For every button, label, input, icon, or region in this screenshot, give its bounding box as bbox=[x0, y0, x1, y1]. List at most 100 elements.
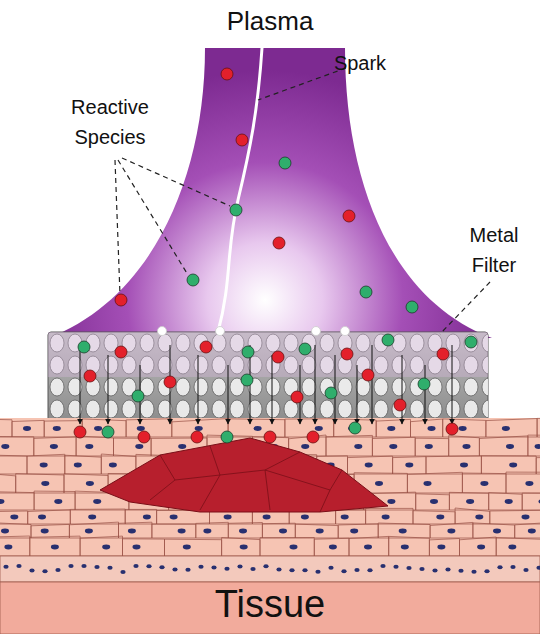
cell-outline bbox=[228, 419, 285, 437]
cell-outline bbox=[0, 419, 12, 437]
cell-nucleus bbox=[0, 499, 4, 504]
cell-nucleus bbox=[329, 545, 337, 550]
reactive-species-red bbox=[115, 346, 127, 358]
cell-nucleus bbox=[401, 545, 409, 550]
reactive-species-green bbox=[230, 204, 242, 216]
reactive-species-red bbox=[394, 399, 406, 411]
basal-nucleus bbox=[146, 564, 151, 568]
cell-nucleus bbox=[40, 463, 48, 468]
reactive-species-red bbox=[291, 391, 303, 403]
cell-outline bbox=[30, 536, 80, 556]
tissue-cells bbox=[0, 418, 540, 556]
cell-outline bbox=[489, 493, 523, 510]
basal-nucleus bbox=[250, 567, 255, 571]
basal-nucleus bbox=[419, 567, 424, 571]
flow-arrow bbox=[452, 345, 453, 424]
plasma-plume bbox=[48, 48, 492, 338]
wound-cells bbox=[150, 446, 342, 512]
reactive-species-red bbox=[221, 68, 233, 80]
cell-nucleus bbox=[133, 545, 141, 550]
cell-outline bbox=[80, 536, 122, 556]
cell-outline bbox=[338, 524, 378, 538]
cell-nucleus bbox=[54, 499, 62, 504]
cell-outline bbox=[411, 419, 443, 437]
cell-nucleus bbox=[135, 444, 143, 449]
basal-nucleus bbox=[367, 568, 372, 572]
cell-nucleus bbox=[178, 444, 186, 449]
cell-nucleus bbox=[1, 529, 9, 534]
species-label: Reactive Species bbox=[40, 92, 180, 152]
reactive-species-green bbox=[242, 346, 254, 358]
cell-nucleus bbox=[525, 481, 533, 486]
cell-nucleus bbox=[88, 515, 96, 520]
cell-nucleus bbox=[178, 529, 186, 534]
flow-arrow bbox=[315, 345, 316, 424]
cell-outline bbox=[76, 436, 113, 456]
cell-nucleus bbox=[364, 545, 372, 550]
filter-label: Metal Filter bbox=[448, 220, 540, 280]
cell-nucleus bbox=[51, 545, 59, 550]
cell-nucleus bbox=[85, 529, 93, 534]
basal-nucleus bbox=[55, 568, 60, 572]
cell-outline bbox=[152, 524, 196, 538]
cell-nucleus bbox=[350, 529, 358, 534]
flow-arrow bbox=[80, 345, 81, 424]
cell-nucleus bbox=[85, 444, 93, 449]
reactive-species-red bbox=[362, 369, 374, 381]
basal-nucleus bbox=[458, 569, 463, 573]
flow-arrow bbox=[372, 345, 373, 424]
leader-line bbox=[258, 68, 346, 100]
cell-nucleus bbox=[480, 481, 488, 486]
cell-outline bbox=[426, 456, 481, 474]
metal-filter bbox=[48, 332, 488, 422]
cell-nucleus bbox=[539, 499, 540, 504]
basal-nucleus bbox=[341, 569, 346, 573]
cell-nucleus bbox=[475, 515, 483, 520]
cell-outline bbox=[0, 511, 28, 524]
cell-nucleus bbox=[301, 515, 309, 520]
basal-nuclei bbox=[3, 564, 540, 574]
basal-nucleus bbox=[120, 570, 125, 574]
cell-outline bbox=[528, 435, 540, 456]
cell-nucleus bbox=[477, 545, 485, 550]
cell-outline bbox=[455, 508, 490, 524]
cell-nucleus bbox=[460, 463, 468, 468]
cell-outline bbox=[0, 536, 30, 556]
flow-arrow bbox=[198, 355, 199, 424]
reactive-species-green bbox=[102, 426, 114, 438]
cell-nucleus bbox=[502, 426, 510, 431]
tissue-label: Tissue bbox=[120, 580, 420, 628]
cell-nucleus bbox=[1, 444, 9, 449]
cell-nucleus bbox=[528, 529, 536, 534]
cell-nucleus bbox=[23, 426, 31, 431]
cell-nucleus bbox=[389, 444, 397, 449]
cell-outline bbox=[16, 474, 64, 493]
cell-outline bbox=[481, 456, 536, 474]
flow-arrows bbox=[80, 345, 452, 424]
cell-outline bbox=[70, 509, 125, 524]
reactive-species-green bbox=[349, 422, 361, 434]
basal-layer bbox=[0, 556, 540, 582]
cell-nucleus bbox=[224, 515, 232, 520]
basal-nucleus bbox=[81, 564, 86, 568]
cell-nucleus bbox=[436, 515, 444, 520]
cell-outline bbox=[537, 418, 540, 437]
reactive-species-red bbox=[138, 431, 150, 443]
cell-outline bbox=[486, 419, 537, 438]
reactive-species-green bbox=[187, 274, 199, 286]
basal-nucleus bbox=[302, 568, 307, 572]
cell-outline bbox=[295, 524, 338, 538]
basal-nucleus bbox=[432, 569, 437, 573]
cell-nucleus bbox=[387, 426, 395, 431]
cell-nucleus bbox=[109, 463, 117, 468]
cell-nucleus bbox=[239, 529, 247, 534]
cell-nucleus bbox=[447, 529, 455, 534]
cell-nucleus bbox=[279, 529, 287, 534]
cell-nucleus bbox=[382, 515, 390, 520]
flow-arrow bbox=[357, 365, 358, 424]
cell-nucleus bbox=[505, 499, 513, 504]
leader-line bbox=[440, 282, 490, 334]
cell-nucleus bbox=[41, 481, 49, 486]
cell-nucleus bbox=[195, 426, 203, 431]
basal-nucleus bbox=[328, 566, 333, 570]
